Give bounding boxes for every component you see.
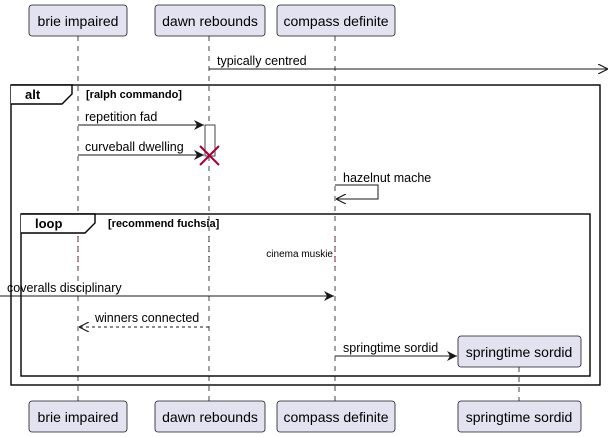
message-label: coveralls disciplinary: [7, 281, 122, 295]
loop-frame-guard: [recommend fuchsia]: [108, 218, 220, 230]
message-cinema-muskie: cinema muskie: [266, 249, 333, 260]
participant-label: brie impaired: [38, 13, 119, 29]
dotted-lifeline-segments: [77, 236, 336, 270]
message-coveralls-disciplinary: coveralls disciplinary: [0, 281, 334, 301]
participant-label: springtime sordid: [466, 409, 573, 425]
destroy-x-icon: [199, 145, 220, 166]
alt-frame: alt [ralph commando]: [10, 84, 601, 386]
alt-frame-guard: [ralph commando]: [86, 89, 182, 101]
loop-frame: loop [recommend fuchsia]: [20, 213, 591, 377]
message-typically-centred: typically centred: [209, 54, 608, 69]
participant-brie-impaired-bottom[interactable]: brie impaired: [28, 400, 128, 433]
participant-springtime-sordid-bottom[interactable]: springtime sordid: [457, 400, 582, 433]
message-curveball-dwelling: curveball dwelling: [78, 140, 204, 160]
message-hazelnut-mache: hazelnut mache: [335, 171, 431, 199]
message-repetition-fad: repetition fad: [78, 110, 204, 130]
message-label: springtime sordid: [343, 341, 438, 355]
loop-frame-label: loop: [35, 216, 62, 231]
participant-label: springtime sordid: [466, 344, 573, 360]
message-label: winners connected: [94, 311, 199, 325]
participant-label: compass definite: [283, 13, 388, 29]
message-label: curveball dwelling: [85, 140, 184, 154]
message-label: typically centred: [217, 54, 307, 68]
message-label: repetition fad: [85, 110, 157, 124]
message-label: hazelnut mache: [343, 171, 431, 185]
participant-label: dawn rebounds: [162, 409, 258, 425]
participant-compass-definite-top[interactable]: compass definite: [276, 4, 396, 37]
participant-label: brie impaired: [38, 409, 119, 425]
participant-springtime-sordid-created[interactable]: springtime sordid: [457, 335, 582, 368]
message-winners-connected: winners connected: [79, 311, 209, 327]
participant-compass-definite-bottom[interactable]: compass definite: [276, 400, 396, 433]
participant-brie-impaired-top[interactable]: brie impaired: [28, 4, 128, 37]
alt-frame-label: alt: [25, 87, 41, 102]
participant-label: compass definite: [283, 409, 388, 425]
participant-dawn-rebounds-top[interactable]: dawn rebounds: [154, 4, 266, 37]
message-springtime-sordid: springtime sordid: [335, 341, 457, 361]
participant-label: dawn rebounds: [162, 13, 258, 29]
participant-dawn-rebounds-bottom[interactable]: dawn rebounds: [154, 400, 266, 433]
